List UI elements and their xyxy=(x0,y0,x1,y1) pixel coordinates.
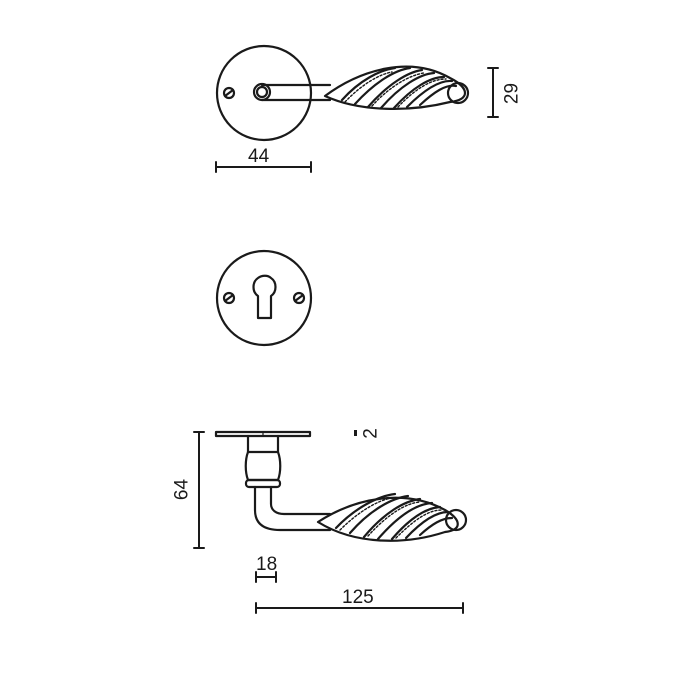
front-handle-view xyxy=(215,44,499,173)
dimension-label-18: 18 xyxy=(256,554,278,575)
dimension-18 xyxy=(255,571,277,583)
screw-icon xyxy=(222,86,236,100)
spiral-grip xyxy=(323,65,470,110)
escutcheon-circle xyxy=(215,249,313,347)
dimension-125 xyxy=(255,602,464,614)
keyhole-icon xyxy=(252,274,277,320)
screw-icon xyxy=(222,291,236,305)
rose-circle xyxy=(215,44,313,142)
dimension-label-125: 125 xyxy=(342,587,374,608)
dimension-44 xyxy=(215,161,312,173)
dimension-64 xyxy=(193,431,205,549)
dimension-label-64: 64 xyxy=(171,478,193,501)
side-profile-view xyxy=(193,430,468,614)
thickness-marker xyxy=(354,430,357,436)
dimension-29 xyxy=(487,67,499,118)
spiral-grip xyxy=(316,492,468,542)
keyhole-escutcheon-view xyxy=(215,249,313,347)
screw-icon xyxy=(292,291,306,305)
dimension-label-44: 44 xyxy=(248,146,270,167)
dimension-label-2: 2 xyxy=(360,428,382,439)
dimension-label-29: 29 xyxy=(501,82,523,105)
